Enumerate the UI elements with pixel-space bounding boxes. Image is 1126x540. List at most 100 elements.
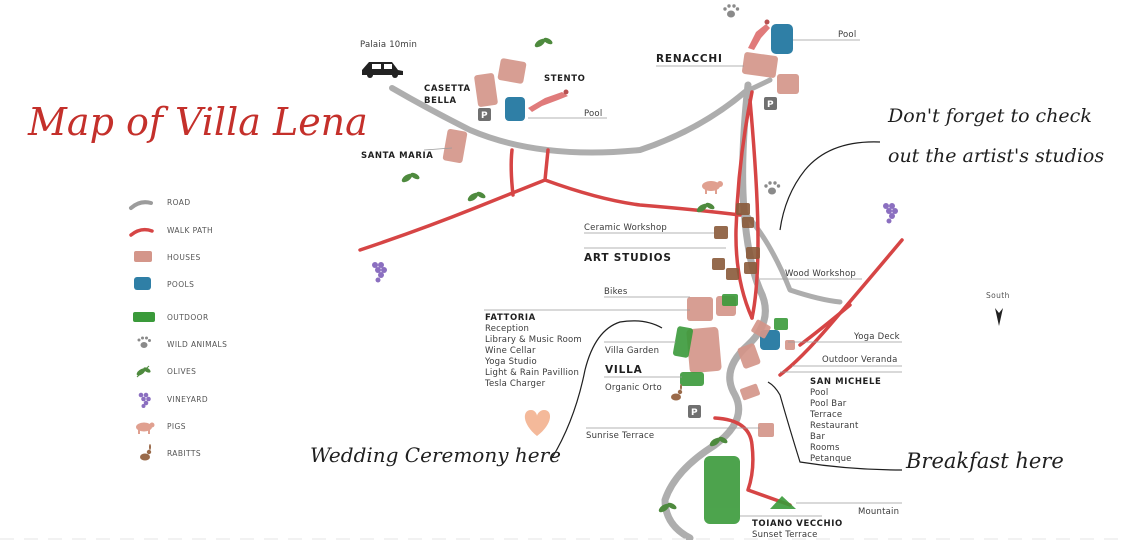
outdoor-organic-orto xyxy=(680,372,704,386)
paw-print-icon xyxy=(723,4,740,18)
note-wedding: Wedding Ceremony here xyxy=(310,320,663,467)
label-pool-renacchi: Pool xyxy=(838,30,856,40)
olive-branch-icon xyxy=(467,191,486,202)
legend-item-road: ROAD xyxy=(129,198,191,210)
walk-path-veranda xyxy=(798,303,852,347)
house-villa xyxy=(686,327,722,373)
label-outdoor-veranda: Outdoor Veranda xyxy=(822,355,897,365)
walk-path-south xyxy=(713,416,792,507)
art-studios xyxy=(712,203,760,280)
legend-label: WALK PATH xyxy=(167,226,213,235)
legend-label: OLIVES xyxy=(167,367,196,376)
house-block-icon xyxy=(134,251,152,262)
houses xyxy=(442,52,799,437)
san-michele-item: Terrace xyxy=(809,410,842,420)
note-artist-arrow xyxy=(779,141,881,231)
label-wood-workshop: Wood Workshop xyxy=(785,269,856,279)
house-yoga xyxy=(785,340,795,350)
grape-bunch-icon xyxy=(372,262,387,283)
map-title: Map of Villa Lena xyxy=(27,100,368,144)
parking-sign-renacchi: P xyxy=(764,97,777,110)
legend-label: POOLS xyxy=(167,280,194,289)
walk-paths xyxy=(358,90,904,507)
label-fattoria: FATTORIA xyxy=(485,313,536,323)
heart-icon xyxy=(524,410,551,436)
label-renacchi: RENACCHI xyxy=(656,53,723,65)
fattoria-item: Reception xyxy=(485,324,529,334)
south-arrow-icon xyxy=(995,308,1003,326)
san-michele-list: SAN MICHELE Pool Pool Bar Terrace Restau… xyxy=(809,377,881,464)
label-santa-maria: SANTA MARIA xyxy=(361,151,433,161)
label-palaia: Palaia 10min xyxy=(360,40,417,50)
label-sunset-terrace: Sunset Terrace xyxy=(752,530,818,540)
car-icon xyxy=(362,62,403,78)
studio xyxy=(742,217,754,228)
label-villa-garden: Villa Garden xyxy=(605,346,659,356)
studio xyxy=(744,262,757,274)
walk-path-studios-a xyxy=(734,90,754,320)
parking-signs: P P P xyxy=(478,97,777,418)
label-stento: STENTO xyxy=(544,74,585,84)
olive-branch-icon xyxy=(534,37,553,48)
grape-bunch-icon xyxy=(883,203,898,224)
road-line-icon xyxy=(129,200,153,210)
note-breakfast: Breakfast here xyxy=(767,381,1064,473)
olive-branch-icon xyxy=(709,436,728,447)
road-santa-maria xyxy=(389,85,748,156)
fattoria-item: Light & Rain Pavillion xyxy=(485,368,579,378)
label-mountain: Mountain xyxy=(858,507,899,517)
note-breakfast-arrow xyxy=(767,381,903,471)
walk-path-east xyxy=(778,238,904,377)
legend-item-pools: POOLS xyxy=(134,277,194,290)
legend-item-vineyard: VINEYARD xyxy=(138,392,208,408)
parking-sign-casetta: P xyxy=(478,108,491,121)
walk-path-studios-b xyxy=(748,98,760,320)
legend-item-walk-path: WALK PATH xyxy=(129,226,213,237)
olive-branch-icon xyxy=(658,502,677,513)
label-ceramic-workshop: Ceramic Workshop xyxy=(584,223,667,233)
pool-block-icon xyxy=(134,277,151,290)
house-renacchi-2 xyxy=(777,74,799,94)
label-casetta-2: BELLA xyxy=(424,96,457,106)
label-toiano-vecchio: TOIANO VECCHIO xyxy=(752,519,843,529)
pig-icon xyxy=(702,181,723,194)
leader-lines xyxy=(423,39,902,517)
san-michele-item: Pool Bar xyxy=(810,399,847,409)
diver-icon xyxy=(528,89,569,112)
legend-label: ROAD xyxy=(167,198,191,207)
outdoor-bikes xyxy=(722,294,738,306)
san-michele-item: Petanque xyxy=(810,454,852,464)
house-san-michele-3 xyxy=(740,383,760,401)
rabbit-icon xyxy=(140,444,152,461)
fattoria-item: Tesla Charger xyxy=(484,379,546,389)
legend-label: WILD ANIMALS xyxy=(167,340,227,349)
grape-bunch-icon xyxy=(138,392,151,408)
svg-text:P: P xyxy=(481,111,488,121)
walk-path-west xyxy=(358,148,550,252)
label-yoga-deck: Yoga Deck xyxy=(853,332,900,342)
fattoria-item: Wine Cellar xyxy=(485,346,536,356)
studio xyxy=(746,247,760,259)
road-renacchi xyxy=(742,77,773,95)
svg-text:P: P xyxy=(767,100,774,110)
outdoor-areas xyxy=(672,294,796,524)
legend-item-houses: HOUSES xyxy=(134,251,200,262)
rabbit-icon xyxy=(671,384,683,401)
outdoor-mountain xyxy=(770,496,796,509)
label-casetta-1: CASETTA xyxy=(424,84,471,94)
walk-path-south-branch xyxy=(543,178,742,217)
label-villa: VILLA xyxy=(605,364,643,376)
studio xyxy=(714,226,728,239)
walk-path-west-2 xyxy=(509,148,515,197)
label-sunrise-terrace: Sunrise Terrace xyxy=(586,431,654,441)
outdoor-block-icon xyxy=(133,312,155,322)
paw-print-icon xyxy=(764,181,781,195)
outdoor-yoga-deck xyxy=(774,318,788,330)
legend-item-wild-animals: WILD ANIMALS xyxy=(137,336,227,349)
label-bikes: Bikes xyxy=(604,287,628,297)
note-artist-line-1: Don't forget to check xyxy=(887,105,1092,127)
olive-branch-icon xyxy=(136,365,151,378)
house-san-michele-1 xyxy=(737,343,761,369)
note-artist-studios: Don't forget to check out the artist's s… xyxy=(779,105,1104,231)
label-san-michele: SAN MICHELE xyxy=(810,377,881,387)
